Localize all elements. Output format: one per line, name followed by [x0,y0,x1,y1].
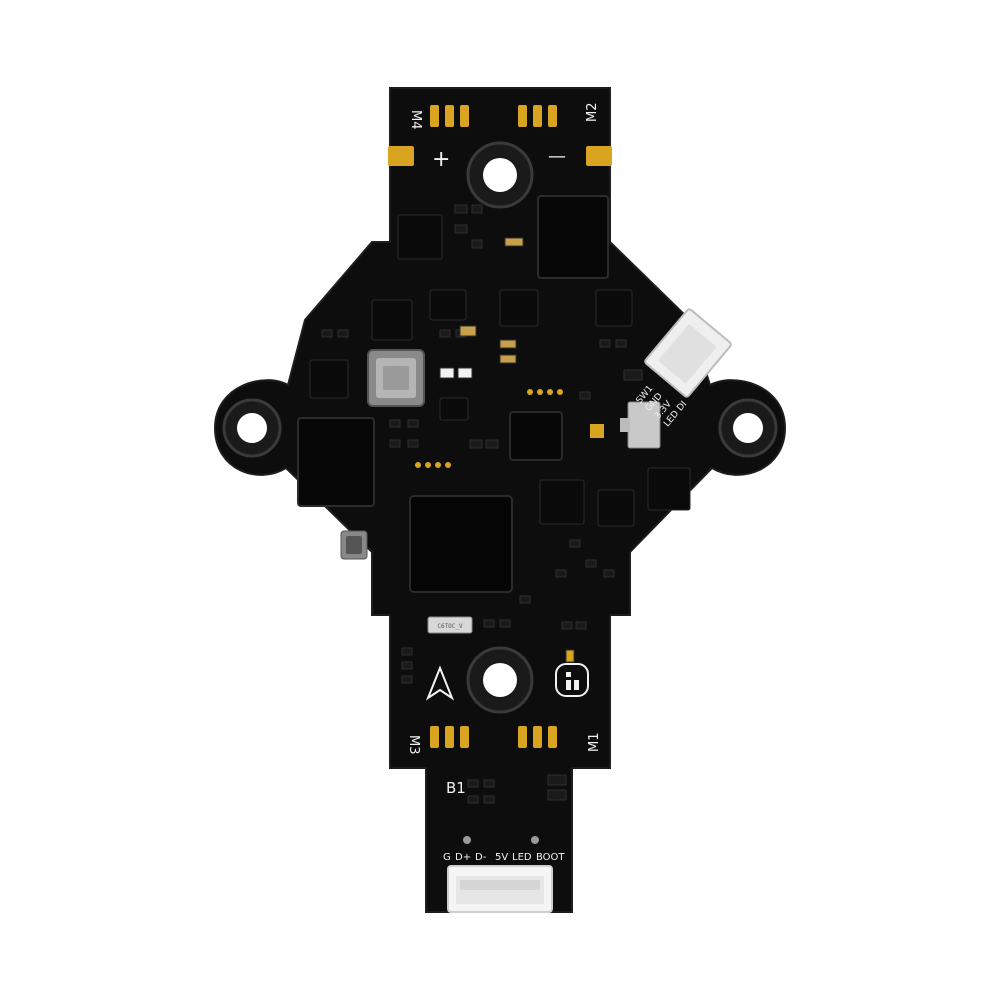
crystal-oscillator: C6TOC_V [427,616,473,634]
esc-driver-chip [537,195,609,279]
mcu-chip [409,495,513,593]
tactile-switch [590,401,661,449]
brand-logo [555,663,589,697]
usb-pin-dm: D- [475,852,487,863]
motor-pads [388,105,612,748]
usb-pin-led: LED [512,852,532,863]
label-m3: M3 [406,735,421,755]
mosfet-6 [429,289,467,321]
label-minus: — [548,146,566,167]
usb-indicator-leds [463,836,539,844]
jst-connector-usb [447,865,553,913]
mosfet-2 [539,479,585,525]
mosfet-8 [647,467,691,511]
mosfet-1 [371,299,413,341]
usb-pin-5v: 5V [495,852,508,863]
pin-header-pads [415,389,563,468]
label-m4: M4 [408,110,423,130]
integrated-circuits [297,195,691,593]
orientation-arrow [425,665,455,701]
mosfet-4 [499,289,539,327]
mosfet-9 [309,359,349,399]
label-m1: M1 [587,733,602,753]
usb-pin-boot: BOOT [536,852,565,863]
label-b1: B1 [446,779,466,797]
label-m2: M2 [585,103,600,123]
regulator-chip [509,411,563,461]
jst-connector-side [644,308,732,398]
mounting-holes [222,141,778,714]
mosfet-3 [597,489,635,527]
passive-components [321,204,643,804]
inductor [367,349,425,407]
usb-pin-dp: D+ [455,852,471,863]
crystal-label: C6TOC_V [437,623,463,630]
mosfet-5 [595,289,633,327]
gyro-chip [297,417,375,507]
barometer-sensor [340,530,368,560]
mosfet-10 [439,397,469,421]
usb-pin-g: G [443,852,451,863]
label-plus: + [432,147,450,172]
mosfet-7 [397,214,443,260]
